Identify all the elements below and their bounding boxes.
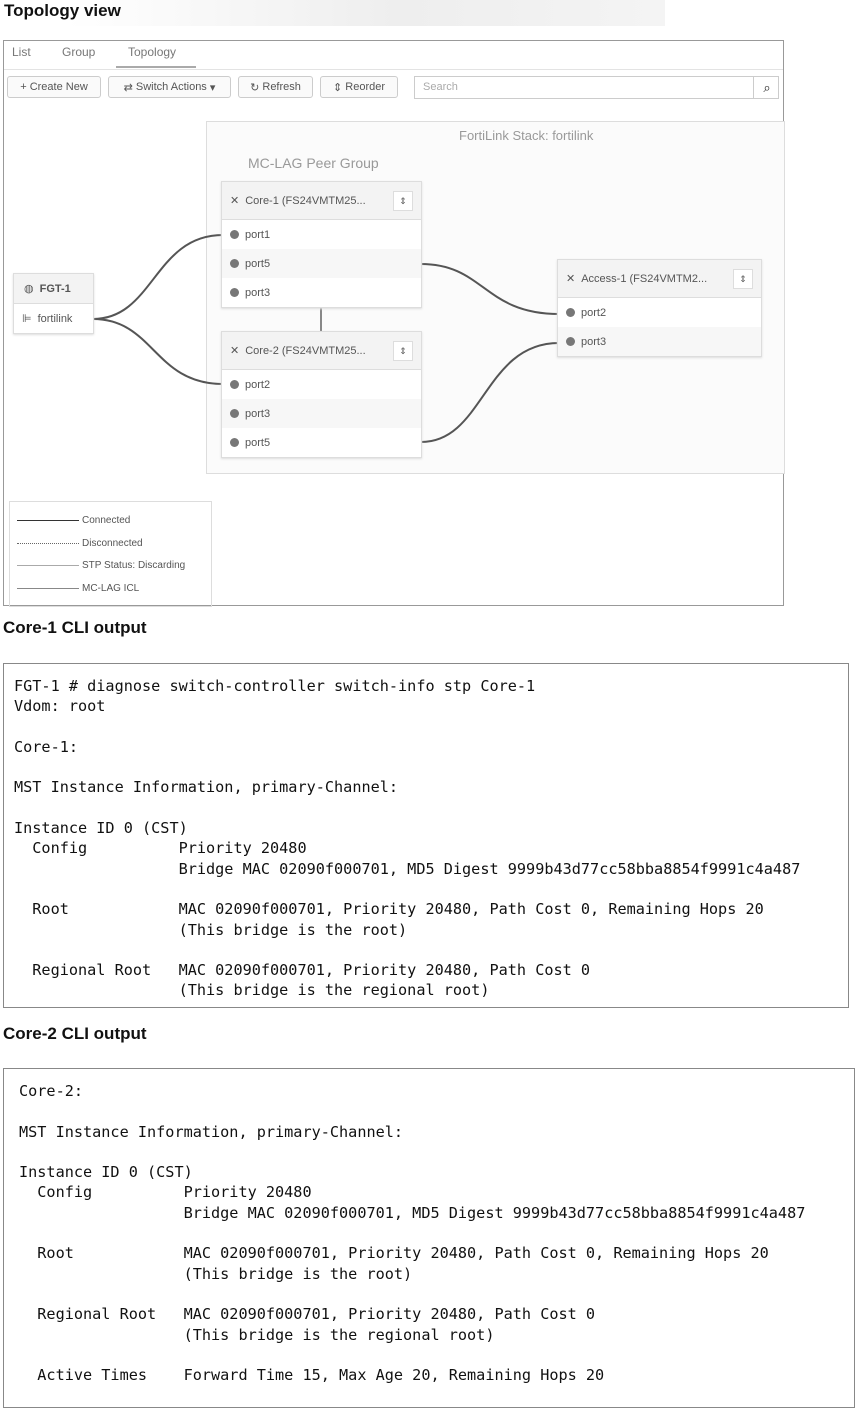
port-row[interactable]: port2 [222, 370, 421, 399]
cli-line [14, 717, 838, 737]
port-row[interactable]: port3 [558, 327, 761, 356]
port-row[interactable]: port3 [222, 278, 421, 307]
caret-down-icon: ▾ [206, 81, 216, 94]
cli-line [14, 879, 838, 899]
port-icon [230, 409, 239, 418]
switch-actions-button[interactable]: ⇄ Switch Actions ▾ [108, 76, 231, 98]
port-icon [230, 259, 239, 268]
peer-group-title: MC-LAG Peer Group [248, 155, 379, 171]
core2-heading: Core-2 CLI output [3, 1024, 147, 1043]
tab-list[interactable]: List [12, 45, 31, 59]
fortigate-node[interactable]: ◍FGT-1 ⊫fortilink [13, 273, 94, 334]
legend-mclag-icl: MC-LAG ICL [82, 583, 140, 594]
cli-line [14, 940, 838, 960]
legend-stp-discarding: STP Status: Discarding [82, 560, 186, 571]
link-core2-port5-access1-port3 [420, 342, 560, 443]
cli-line: MST Instance Information, primary-Channe… [14, 778, 399, 797]
cli-line: MST Instance Information, primary-Channe… [19, 1122, 404, 1141]
port-row[interactable]: port3 [222, 399, 421, 428]
divider [4, 69, 783, 70]
fortigate-icon: ◍ [24, 283, 34, 295]
switch-icon: ✕ [230, 345, 240, 357]
port-icon [566, 337, 575, 346]
switch-core-2[interactable]: ✕Core-2 (FS24VMTM25...⇕ port2 port3 port… [221, 331, 422, 458]
cli-line: Core-2: [19, 1082, 84, 1100]
fortilink-icon: ⊫ [22, 313, 32, 325]
cli-line [14, 757, 838, 777]
tab-group[interactable]: Group [62, 45, 96, 59]
header-bar [0, 0, 665, 26]
switch-icon: ✕ [566, 273, 576, 285]
legend: Connected Disconnected STP Status: Disca… [9, 501, 212, 607]
refresh-button[interactable]: ↻ Refresh [238, 76, 313, 98]
topology-heading: Topology view [4, 1, 121, 20]
search-icon[interactable]: ⌕ [753, 76, 780, 99]
cli-line [19, 1284, 844, 1304]
switch-access-1[interactable]: ✕Access-1 (FS24VMTM2...⇕ port2 port3 [557, 259, 762, 357]
cli-line: (This bridge is the regional root) [19, 1325, 495, 1344]
port-icon [230, 380, 239, 389]
link-core1-port5-access1-port2 [420, 263, 560, 315]
cli-line: Config Priority 20480 [19, 1183, 312, 1202]
cli-line: (This bridge is the root) [19, 1264, 413, 1283]
port-row[interactable]: port5 [222, 249, 421, 278]
cli-line [19, 1345, 844, 1365]
create-new-button[interactable]: + Create New [7, 76, 101, 98]
cli-line: FGT-1 # diagnose switch-controller switc… [14, 677, 536, 695]
legend-connected: Connected [82, 515, 131, 526]
cli-line [19, 1142, 844, 1162]
core1-cli-output: FGT-1 # diagnose switch-controller switc… [3, 663, 849, 1008]
switch-core-1[interactable]: ✕Core-1 (FS24VMTM25...⇕ port1 port5 port… [221, 181, 422, 308]
legend-disconnected: Disconnected [82, 538, 143, 549]
port-icon [230, 438, 239, 447]
cli-line: (This bridge is the root) [14, 920, 408, 939]
cli-line: Config Priority 20480 [14, 839, 307, 858]
cli-line: Bridge MAC 02090f000701, MD5 Digest 9999… [19, 1203, 806, 1222]
cli-line: Instance ID 0 (CST) [14, 819, 188, 838]
options-dropdown[interactable]: ⇕ [733, 269, 753, 289]
port-row[interactable]: port2 [558, 298, 761, 327]
options-dropdown[interactable]: ⇕ [393, 341, 413, 361]
switch-icon: ✕ [230, 195, 240, 207]
core1-heading: Core-1 CLI output [3, 618, 147, 637]
cli-line: Vdom: root [14, 697, 106, 716]
topology-links [92, 234, 560, 443]
cli-line: Active Times Forward Time 15, Max Age 20… [19, 1366, 605, 1385]
cli-line: Core-1: [14, 737, 79, 756]
cli-line: (This bridge is the regional root) [14, 981, 490, 1000]
cli-line [19, 1101, 844, 1121]
port-icon [230, 288, 239, 297]
cli-line: Instance ID 0 (CST) [19, 1163, 193, 1182]
active-tab-underline [116, 66, 196, 68]
cli-line [19, 1223, 844, 1243]
port-row[interactable]: port1 [222, 220, 421, 249]
port-icon [566, 308, 575, 317]
cli-line: Regional Root MAC 02090f000701, Priority… [14, 961, 591, 980]
refresh-icon: ↻ [250, 81, 263, 94]
cli-line: Regional Root MAC 02090f000701, Priority… [19, 1305, 596, 1324]
reorder-button[interactable]: ⇕ Reorder [320, 76, 398, 98]
topology-panel: List Group Topology + Create New ⇄ Switc… [3, 40, 785, 607]
options-dropdown[interactable]: ⇕ [393, 191, 413, 211]
tab-topology[interactable]: Topology [128, 45, 177, 59]
cli-line: Root MAC 02090f000701, Priority 20480, P… [19, 1244, 769, 1263]
cli-line: Root MAC 02090f000701, Priority 20480, P… [14, 900, 764, 919]
sort-icon: ⇕ [332, 81, 346, 94]
core2-cli-output: Core-2: MST Instance Information, primary… [3, 1068, 855, 1408]
shuffle-icon: ⇄ [123, 81, 136, 94]
search-input[interactable]: Search [414, 76, 779, 99]
cli-line: Bridge MAC 02090f000701, MD5 Digest 9999… [14, 859, 801, 878]
cli-line [14, 798, 838, 818]
link-fortilink-core1-port1 [92, 234, 224, 320]
port-row[interactable]: port5 [222, 428, 421, 457]
stack-title: FortiLink Stack: fortilink [459, 128, 594, 143]
link-fortilink-core2-port2 [92, 318, 224, 385]
port-icon [230, 230, 239, 239]
